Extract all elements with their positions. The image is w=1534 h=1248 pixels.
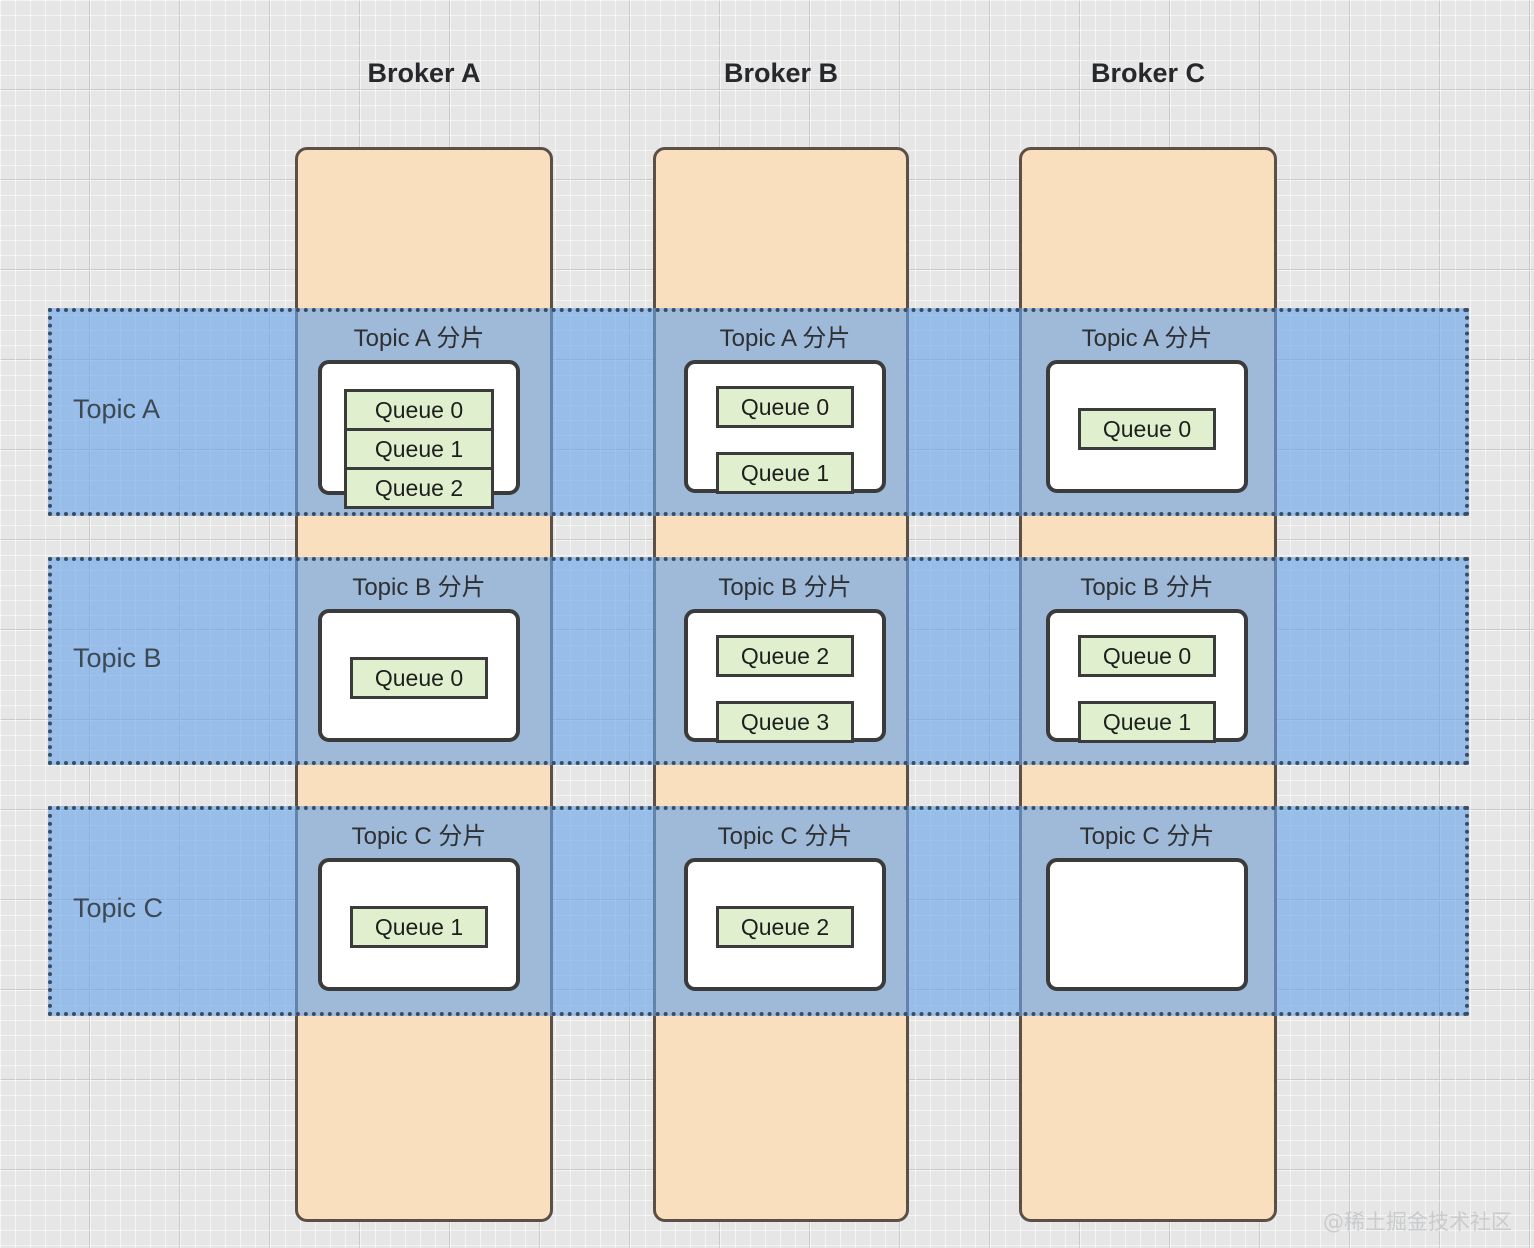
queue-item: Queue 1 [350,906,488,948]
topic-shard-title-a-b: Topic A 分片 [719,325,851,352]
queue-stack-b-c: Queue 0 Queue 1 [1046,635,1248,743]
queue-stack-a-b: Queue 0 Queue 1 [684,386,886,494]
topic-shard-title-b-b: Topic B 分片 [718,574,852,601]
queue-item: Queue 0 [350,657,488,699]
queue-stack-b-a: Queue 0 [318,657,520,699]
topic-label-b: Topic B [73,643,162,673]
topic-shard-title-b-c: Topic B 分片 [1080,574,1214,601]
topic-shard-title-c-a: Topic C 分片 [351,823,487,850]
queue-item: Queue 1 [716,452,854,494]
topic-shard-title-b-a: Topic B 分片 [352,574,486,601]
queue-item: Queue 0 [1078,635,1216,677]
queue-stack-c-b: Queue 2 [684,906,886,948]
topic-shard-title-a-a: Topic A 分片 [353,325,485,352]
queue-item: Queue 2 [716,635,854,677]
queue-item: Queue 2 [344,467,494,509]
queue-item: Queue 1 [1078,701,1216,743]
shard-box-c-c [1046,858,1248,991]
queue-stack-c-a: Queue 1 [318,906,520,948]
broker-label-c: Broker C [1090,58,1206,88]
queue-stack-a-c: Queue 0 [1046,408,1248,450]
watermark: @稀土掘金技术社区 [1323,1210,1512,1234]
queue-item: Queue 0 [1078,408,1216,450]
broker-label-b: Broker B [723,58,839,88]
queue-item: Queue 1 [344,428,494,470]
broker-label-a: Broker A [367,58,481,88]
queue-item: Queue 0 [344,389,494,431]
topic-shard-title-c-b: Topic C 分片 [717,823,853,850]
queue-item: Queue 2 [716,906,854,948]
queue-item: Queue 3 [716,701,854,743]
topic-shard-title-a-c: Topic A 分片 [1081,325,1213,352]
topic-label-a: Topic A [73,394,161,424]
queue-item: Queue 0 [716,386,854,428]
topic-shard-title-c-c: Topic C 分片 [1079,823,1215,850]
topic-label-c: Topic C [73,893,164,923]
queue-stack-b-b: Queue 2 Queue 3 [684,635,886,743]
